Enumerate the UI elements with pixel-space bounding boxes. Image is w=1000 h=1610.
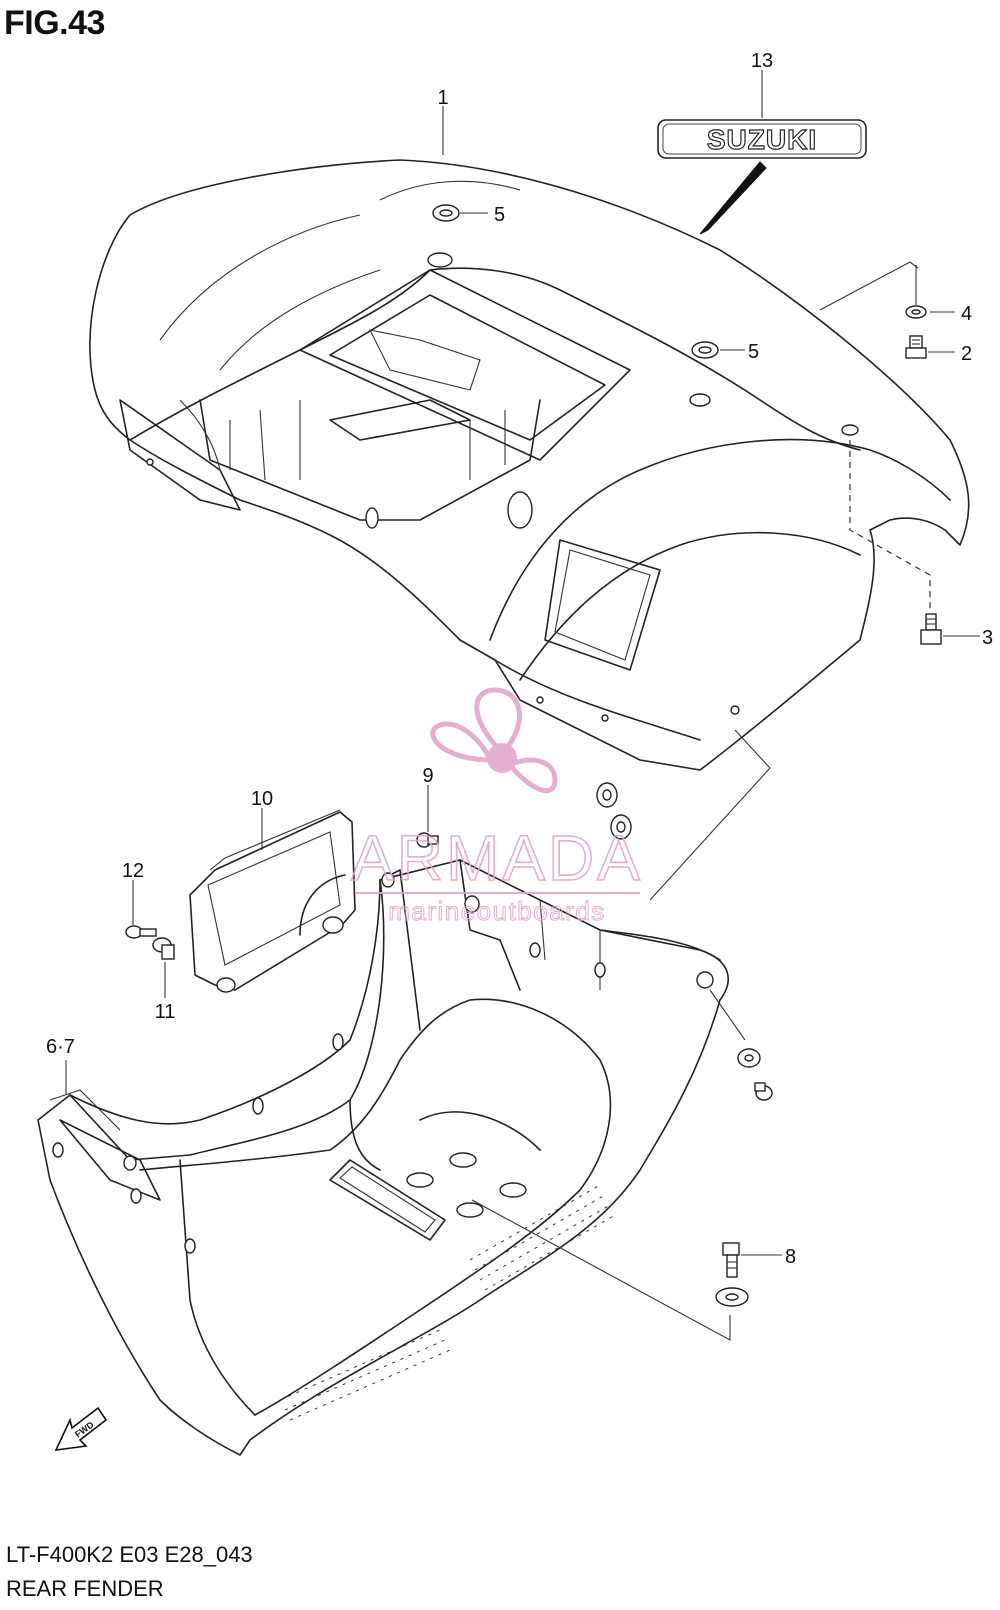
callout-4: 4 xyxy=(961,303,972,325)
clip-lower-right xyxy=(754,1082,773,1101)
clip-part-9 xyxy=(416,832,439,848)
lower-fender-part-6-7 xyxy=(37,859,729,1456)
callout-10: 10 xyxy=(251,788,273,810)
watermark-brand: ARMADA xyxy=(351,822,643,894)
washer-lower-right xyxy=(737,1048,761,1068)
propeller-logo xyxy=(430,687,558,794)
nut-part-11 xyxy=(152,937,175,960)
bolt-part-3 xyxy=(920,613,942,645)
callout-8: 8 xyxy=(785,1246,796,1268)
callout-3: 3 xyxy=(982,627,993,649)
rear-fender-part xyxy=(89,159,970,771)
armada-watermark: ARMADA marineoutboards xyxy=(350,687,643,927)
tread-dimples xyxy=(279,1184,616,1421)
suzuki-emblem-text: SUZUKI xyxy=(707,124,817,155)
callout-1: 1 xyxy=(437,87,448,109)
forward-direction-arrow: FWD xyxy=(54,1406,108,1451)
bolt-part-12 xyxy=(125,925,157,939)
washer-part-4 xyxy=(905,305,927,319)
callout-2: 2 xyxy=(961,343,972,365)
grommet-middle-upper xyxy=(596,782,618,808)
callout-5-lower: 5 xyxy=(748,341,759,363)
watermark-tagline: marineoutboards xyxy=(388,896,606,926)
washer-part-8 xyxy=(715,1287,749,1307)
callout-5-upper: 5 xyxy=(494,204,505,226)
bolt-part-8 xyxy=(722,1242,740,1278)
callout-9: 9 xyxy=(422,765,433,787)
model-code: LT-F400K2 E03 E28_043 xyxy=(6,1542,253,1567)
figure-title: FIG.43 xyxy=(4,4,105,42)
grommet-middle-lower xyxy=(610,814,632,840)
callout-11: 11 xyxy=(155,1001,176,1023)
grommet-part-5-lower xyxy=(691,341,719,359)
callout-13: 13 xyxy=(751,50,773,72)
cover-plate-part-10 xyxy=(189,809,356,993)
suzuki-emblem-part: SUZUKI xyxy=(657,119,867,159)
figure-name: REAR FENDER xyxy=(6,1576,164,1601)
callout-12: 12 xyxy=(122,860,144,882)
callout-6-7: 6·7 xyxy=(46,1036,75,1058)
grommet-part-5-upper xyxy=(432,204,460,222)
bolt-part-2 xyxy=(905,335,927,359)
